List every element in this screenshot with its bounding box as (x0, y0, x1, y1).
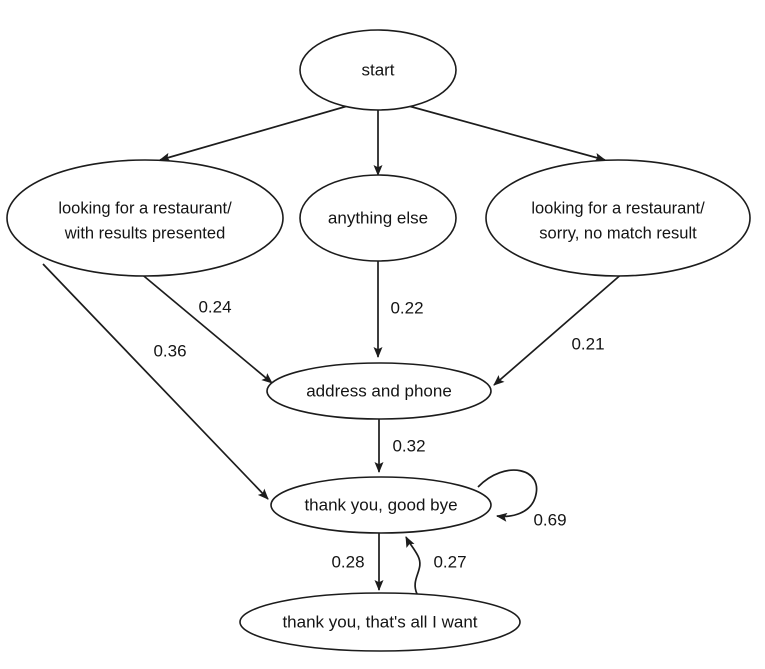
edge-start-to-nomatch (404, 104, 606, 162)
edge-allwant-to-goodbye (405, 536, 421, 595)
edge-label-anything-address: 0.22 (390, 298, 423, 317)
edge-label-results-goodbye: 0.36 (153, 341, 186, 360)
edge-results-to-address (138, 271, 273, 384)
edge-label-goodbye-self: 0.69 (533, 510, 566, 529)
edge-nomatch-to-address (493, 271, 625, 386)
edge-label-goodbye-allwant: 0.28 (331, 552, 364, 571)
node-results-shape[interactable] (6, 159, 284, 277)
nodes-layer: start looking for a restaurant/ with res… (6, 29, 751, 652)
edge-label-results-address: 0.24 (198, 297, 231, 316)
node-thank-you-good-bye[interactable]: thank you, good bye (270, 476, 492, 534)
node-start-shape[interactable] (299, 29, 457, 111)
node-address-and-phone-shape[interactable] (266, 362, 492, 420)
edge-results-to-goodbye (42, 263, 269, 500)
node-thank-you-good-bye-label: thank you, good bye (304, 495, 457, 514)
node-anything-else[interactable]: anything else (299, 174, 457, 262)
edge-label-allwant-goodbye: 0.27 (433, 552, 466, 571)
node-results[interactable]: looking for a restaurant/ with results p… (6, 159, 284, 277)
node-results-label-line1: looking for a restaurant/ (58, 199, 232, 217)
node-nomatch-label-line2: sorry, no match result (539, 224, 697, 242)
node-results-label-line2: with results presented (64, 224, 226, 242)
node-thank-you-good-bye-shape[interactable] (270, 476, 492, 534)
node-address-and-phone-label: address and phone (306, 381, 452, 400)
node-anything-else-label: anything else (328, 208, 428, 227)
node-start[interactable]: start (299, 29, 457, 111)
node-nomatch-label-line1: looking for a restaurant/ (531, 199, 705, 217)
node-thank-you-thats-all-i-want-label: thank you, that's all I want (282, 612, 477, 631)
node-thank-you-thats-all-i-want-shape[interactable] (239, 592, 521, 652)
edge-goodbye-self-loop (477, 469, 538, 522)
edges-layer: 0.24 0.36 0.22 0.21 0.32 0.69 0.28 0.27 (42, 104, 625, 595)
edge-label-address-goodbye: 0.32 (392, 436, 425, 455)
node-anything-else-shape[interactable] (299, 174, 457, 262)
node-address-and-phone[interactable]: address and phone (266, 362, 492, 420)
node-thank-you-thats-all-i-want[interactable]: thank you, that's all I want (239, 592, 521, 652)
edge-start-to-results (159, 104, 352, 162)
node-start-label: start (361, 60, 394, 79)
node-nomatch[interactable]: looking for a restaurant/ sorry, no matc… (485, 159, 751, 277)
node-nomatch-shape[interactable] (485, 159, 751, 277)
edge-label-nomatch-address: 0.21 (571, 334, 604, 353)
